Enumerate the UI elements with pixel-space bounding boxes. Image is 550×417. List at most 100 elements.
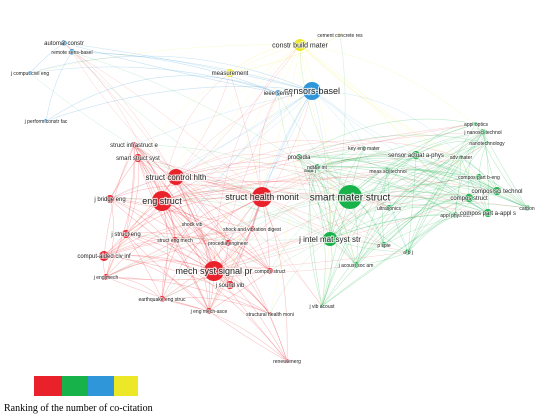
edge — [321, 176, 480, 307]
label-procedia-green: procedia — [287, 155, 311, 161]
edge — [329, 197, 470, 240]
node-p-spie — [381, 242, 387, 248]
edge — [103, 254, 215, 272]
edge — [482, 131, 489, 214]
edge — [63, 42, 215, 272]
node-struct-infrastruct-e — [131, 142, 137, 148]
label-automat-constr: automat constr — [44, 41, 84, 47]
edge — [161, 169, 311, 202]
edge — [415, 154, 489, 214]
edge — [161, 296, 271, 315]
edge — [311, 90, 489, 214]
edge — [383, 156, 462, 246]
node-carbon — [524, 205, 530, 211]
edge — [261, 90, 313, 198]
edge — [103, 228, 253, 257]
edge — [29, 66, 279, 94]
edge — [71, 51, 263, 198]
edge — [161, 200, 271, 272]
node-remote-sens-basel — [69, 49, 75, 55]
edge — [29, 44, 301, 74]
edge — [175, 176, 288, 362]
edge — [29, 72, 331, 240]
label-appl-optics: appl optics — [464, 122, 488, 128]
edge — [407, 131, 484, 253]
edge — [105, 276, 210, 312]
label-struct-infrastruct-e: struct infrastruct e — [110, 143, 158, 149]
edge — [277, 92, 331, 240]
label-compos-struct-green: compos struct — [450, 196, 488, 202]
edge — [261, 196, 288, 362]
edge — [355, 170, 389, 266]
edge — [161, 187, 351, 202]
edge — [105, 196, 263, 278]
edge — [105, 276, 163, 300]
label-earthq-eng-struc: earthquake eng struc — [139, 297, 186, 303]
edge — [103, 237, 229, 257]
edge — [383, 190, 498, 246]
edge — [316, 154, 417, 168]
edge — [316, 159, 389, 172]
edge — [161, 177, 498, 202]
edge — [133, 90, 313, 146]
edge — [63, 42, 163, 202]
edge — [261, 194, 528, 209]
node-j-struct-eng — [122, 230, 130, 238]
edge — [261, 147, 365, 198]
edge — [63, 42, 313, 92]
node-sensor-actuat-a-phys — [412, 151, 420, 159]
edge — [161, 72, 231, 202]
edge — [109, 90, 313, 200]
label-struct-health-monit: struct health monit — [225, 192, 299, 202]
edge — [321, 214, 456, 307]
edge — [133, 144, 210, 312]
legend-swatch-red — [34, 376, 62, 396]
edge — [309, 169, 409, 253]
label-sensor-actuat-a-phys: sensor actuat a-phys — [388, 153, 444, 159]
edge — [298, 147, 365, 158]
edge — [460, 156, 528, 209]
edge — [454, 156, 462, 216]
edge — [299, 44, 470, 199]
label-smart-struct-syst: smart struct syst — [116, 156, 160, 162]
edge — [213, 264, 357, 273]
node-struct-eng-mech — [172, 237, 178, 243]
label-j-intel-mat-syst-str: j intel mat syst str — [298, 235, 361, 244]
label-cement-concrete-res: cement concrete res — [317, 33, 363, 39]
label-j-comput-civil-eng: j comput civil eng — [10, 71, 50, 77]
edge — [29, 42, 65, 74]
edge — [460, 156, 489, 214]
label-shock-vib: shock vib — [182, 222, 203, 228]
edge — [454, 142, 488, 216]
edge — [137, 157, 176, 241]
edge — [125, 233, 288, 362]
edge — [407, 123, 477, 253]
edge — [388, 156, 462, 209]
edge — [174, 90, 313, 241]
edge — [161, 200, 271, 315]
edge — [387, 170, 409, 253]
edge — [299, 44, 456, 216]
edge — [63, 42, 279, 94]
node-constr-build-mater — [294, 39, 306, 51]
edge — [71, 51, 351, 198]
edge — [109, 144, 135, 200]
edge — [388, 142, 488, 209]
edge — [329, 154, 417, 240]
label-p-spie: p spie — [377, 243, 391, 249]
edge — [191, 90, 313, 225]
edge — [229, 72, 263, 198]
edge — [109, 198, 271, 272]
edge — [133, 144, 215, 272]
edge — [309, 169, 331, 240]
edge — [316, 166, 456, 216]
edge — [316, 166, 357, 266]
label-procedia-engineer: procedia engineer — [208, 241, 248, 247]
edge — [213, 92, 279, 272]
node-ieee-sens-j — [275, 90, 281, 96]
edge — [407, 190, 498, 253]
edge — [175, 153, 318, 178]
legend-swatch-green — [62, 376, 88, 396]
edge — [299, 44, 357, 266]
edge — [269, 44, 302, 315]
